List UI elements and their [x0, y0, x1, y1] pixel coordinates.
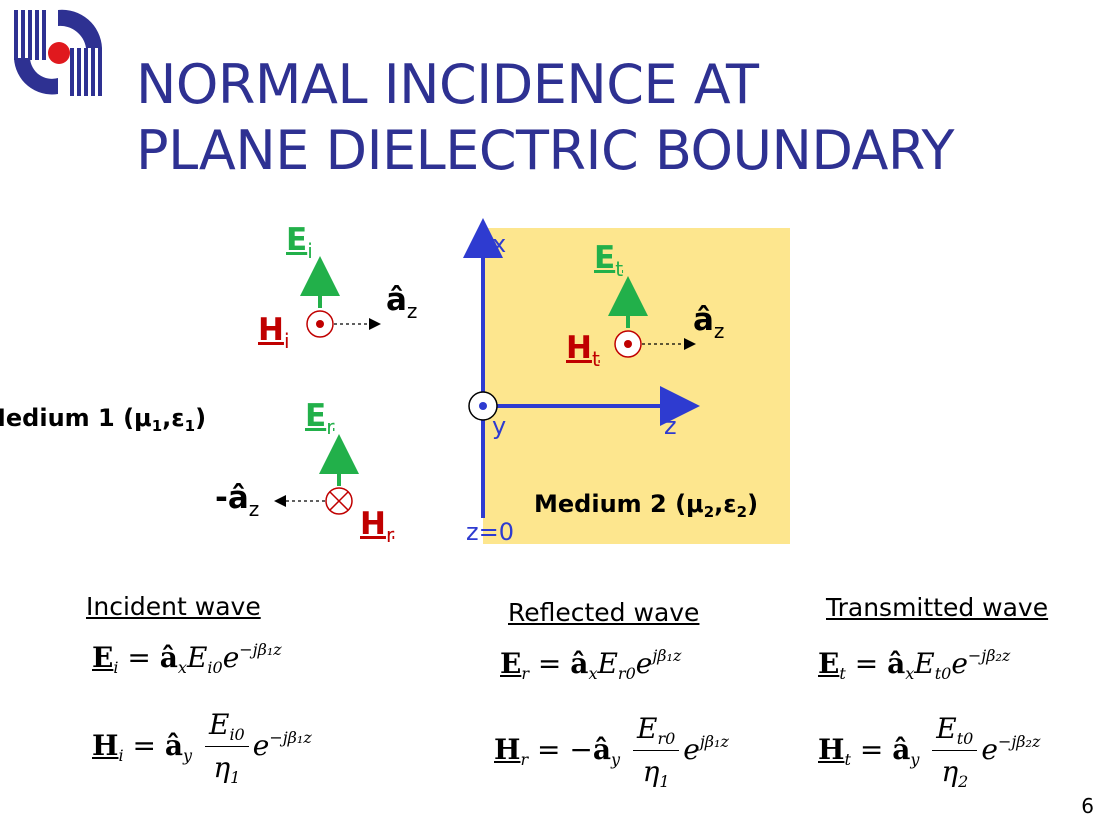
reflected-e-label: Er: [305, 398, 335, 439]
medium-2-label: Medium 2 (μ2,ε2): [534, 490, 759, 521]
logo-arc-right: [58, 9, 102, 48]
wave-diagram: Ei Hi âz Er Hr -âz Et Ht âz x y z z=0 Me…: [0, 200, 1114, 560]
reflected-h-label: Hr: [360, 506, 395, 547]
z-axis-label: z: [664, 412, 677, 440]
reflected-wave-heading: Reflected wave: [508, 598, 700, 627]
transmitted-h-label: Ht: [566, 330, 600, 371]
incident-h-label: Hi: [258, 312, 290, 353]
transmitted-e-equation: Et = âxEt0e−jβ₂z: [818, 646, 1011, 683]
logo-arc-left: [14, 58, 58, 95]
transmitted-direction-label: âz: [693, 302, 725, 343]
diagram-graphics: [274, 218, 790, 544]
boundary-label: z=0: [466, 518, 514, 546]
university-logo: [14, 9, 102, 96]
logo-red-dot: [48, 42, 70, 64]
y-axis-label: y: [492, 412, 507, 440]
incident-e-label: Ei: [286, 222, 313, 263]
slide-title: NORMAL INCIDENCE AT PLANE DIELECTRIC BOU…: [136, 52, 955, 184]
reflected-direction-label: -âz: [215, 480, 260, 521]
logo-stripes: [14, 10, 102, 96]
page-number: 6: [1081, 794, 1094, 818]
transmitted-wave-heading: Transmitted wave: [826, 593, 1049, 622]
x-axis-label: x: [492, 230, 507, 258]
transmitted-e-label: Et: [594, 240, 624, 281]
medium-1-label: Medium 1 (μ1,ε1): [0, 404, 207, 435]
incident-e-equation: Ei = âxEi0e−jβ₁z: [92, 640, 282, 677]
title-line-2: PLANE DIELECTRIC BOUNDARY: [136, 119, 955, 182]
incident-direction-label: âz: [386, 282, 418, 323]
title-line-1: NORMAL INCIDENCE AT: [136, 53, 759, 116]
reflected-e-equation: Er = âxEr0ejβ₁z: [500, 646, 682, 683]
incident-wave-heading: Incident wave: [86, 592, 261, 621]
